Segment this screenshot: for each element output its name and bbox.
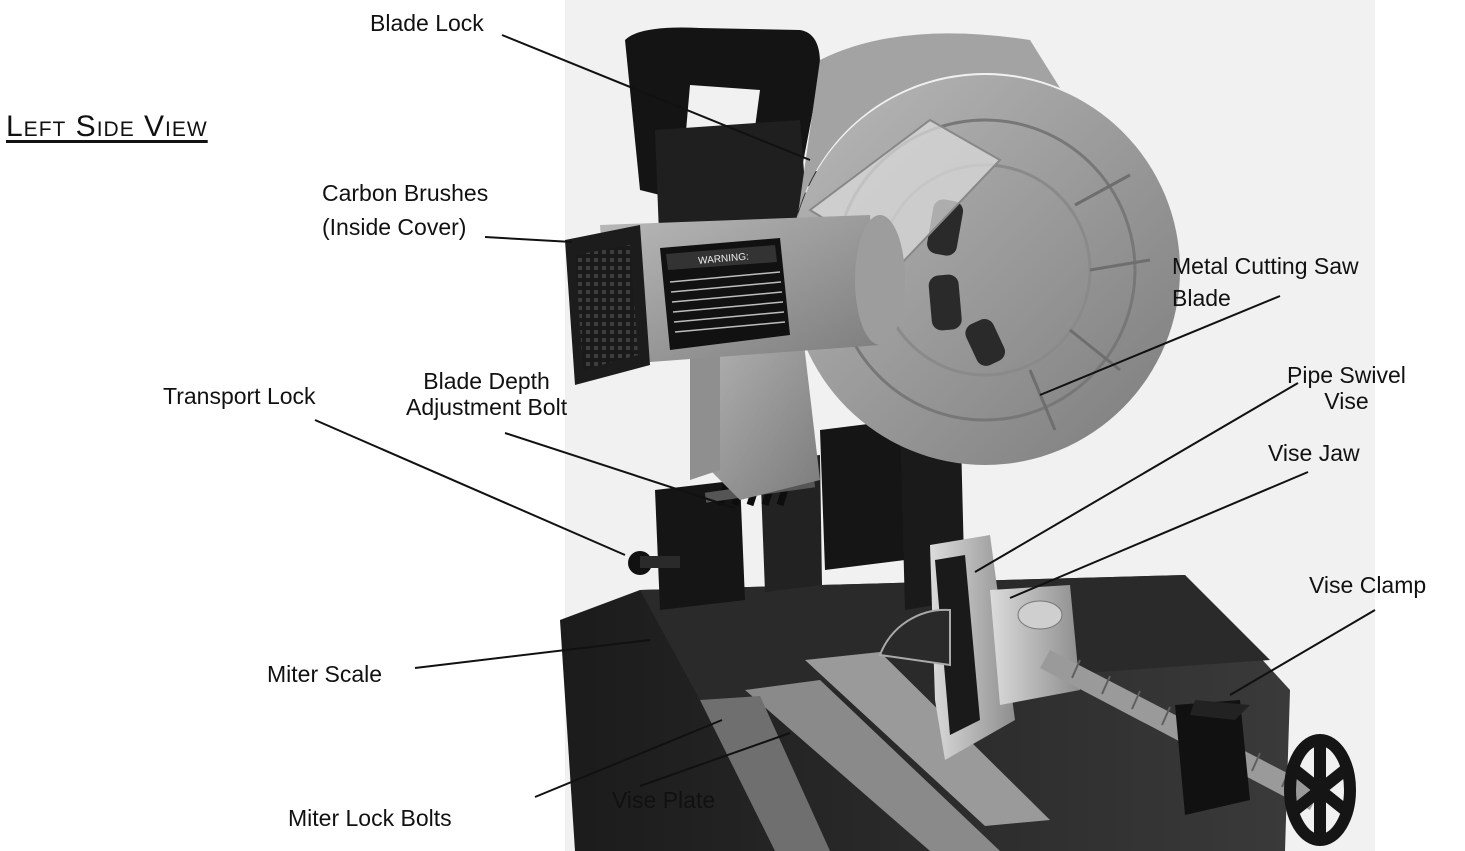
leader-lines — [314, 34, 1376, 798]
warning-sticker-text: WARNING: — [698, 252, 750, 267]
label-blade-depth-adjustment-bolt: Blade Depth Adjustment Bolt — [406, 368, 567, 420]
leader-metal-cutting-saw-blade — [1039, 295, 1281, 396]
label-vise-plate: Vise Plate — [612, 787, 716, 813]
label-carbon-brushes: Carbon Brushes (Inside Cover) — [322, 176, 488, 244]
fence-block — [820, 420, 905, 570]
motor-grille — [575, 245, 638, 370]
vise-clamp-lever — [1190, 700, 1250, 720]
motor-collar — [855, 215, 905, 345]
miter-scale-disc — [878, 608, 951, 667]
label-line: Vise — [1324, 388, 1369, 414]
vise-handwheel — [1284, 734, 1356, 846]
leader-vise-plate — [639, 732, 791, 787]
label-line: (Inside Cover) — [322, 214, 467, 240]
label-line: Adjustment Bolt — [406, 394, 568, 420]
label-transport-lock: Transport Lock — [163, 383, 316, 409]
leader-blade-depth-bolt — [504, 432, 736, 509]
leader-vise-clamp — [1229, 609, 1376, 696]
leader-blade-lock — [501, 34, 811, 161]
warning-sticker — [660, 238, 790, 350]
leader-miter-lock-bolts — [534, 719, 723, 798]
jaw-boss — [1017, 600, 1063, 630]
leader-vise-jaw — [1009, 471, 1309, 599]
label-line: Blade — [1172, 285, 1231, 311]
leader-miter-scale — [414, 639, 651, 669]
leader-pipe-swivel-vise — [974, 382, 1299, 573]
transport-lock-pin — [640, 556, 680, 568]
guard-ribs — [1028, 173, 1151, 431]
leader-transport-lock — [314, 419, 626, 556]
fence-block — [655, 480, 745, 610]
label-line: Pipe Swivel — [1287, 362, 1406, 388]
vise-jaw-insert — [935, 555, 980, 735]
label-miter-scale: Miter Scale — [267, 661, 383, 687]
label-line: Metal Cutting Saw — [1172, 253, 1359, 279]
label-vise-jaw: Vise Jaw — [1268, 440, 1360, 466]
label-vise-clamp: Vise Clamp — [1309, 572, 1427, 598]
saw-arm — [690, 310, 820, 500]
label-metal-cutting-saw-blade: Metal Cutting Saw Blade — [1172, 250, 1359, 314]
leader-carbon-brushes — [484, 236, 573, 243]
page-title: Left Side View — [6, 110, 208, 143]
label-line: Blade Depth — [423, 368, 550, 394]
label-miter-lock-bolts: Miter Lock Bolts — [288, 805, 452, 831]
label-blade-lock: Blade Lock — [370, 10, 484, 36]
label-pipe-swivel-vise: Pipe Swivel Vise — [1287, 362, 1406, 414]
vise-plate-strip — [805, 652, 1050, 826]
label-line: Carbon Brushes — [322, 180, 489, 206]
vise-plate-strip — [700, 696, 830, 851]
pivot-bracket — [690, 345, 720, 480]
vise-clamp-block — [1175, 700, 1250, 815]
vise-plate-strip — [745, 680, 1000, 851]
upper-guard — [789, 33, 1060, 271]
